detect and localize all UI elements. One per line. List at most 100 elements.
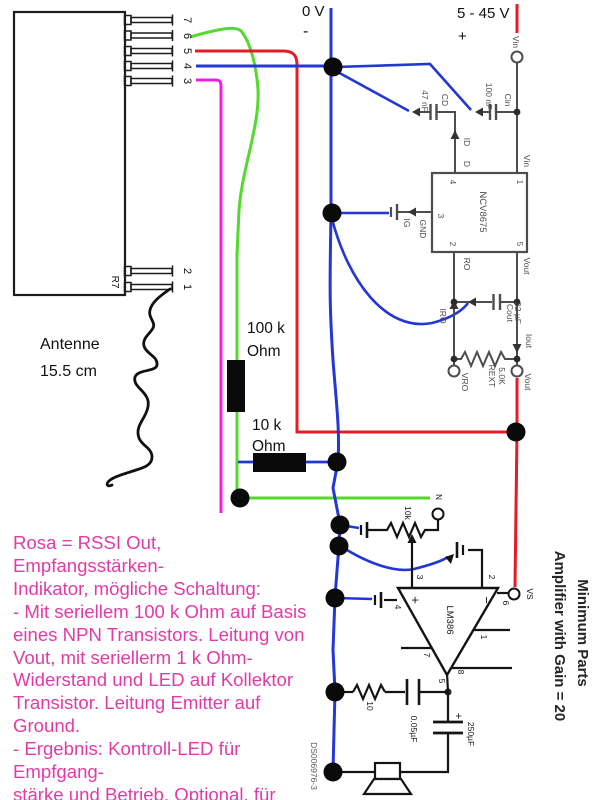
supply-sign: + [458, 28, 467, 45]
pot-value: 10k [403, 506, 413, 520]
ro-label: RO [462, 258, 472, 271]
amp-pin2-num: 2 [487, 575, 497, 580]
pot-terminal-label: N [434, 494, 443, 500]
junction-dot [325, 588, 345, 608]
arrow-cin [475, 107, 483, 117]
vout-terminal-label: Vout [523, 373, 533, 391]
module-pin-label: 7 [181, 17, 193, 23]
r10k-label-1: 10 k [252, 417, 282, 434]
module-ref: R7 [109, 276, 120, 289]
resistor-10k-bar [253, 453, 306, 472]
d-pin-label: D [462, 161, 472, 167]
module-pin-label: 1 [181, 284, 193, 290]
plain-labels: 0 V - 5 - 45 V + 100 k Ohm 10 k Ohm Ante… [40, 3, 510, 455]
zero-volt-label: 0 V [302, 3, 325, 20]
cin-value: 100 nF [484, 83, 494, 109]
cd-label: CD [440, 94, 450, 106]
receiver-module-box [12, 10, 127, 297]
terminal-vs [507, 587, 521, 601]
terminal-vin [510, 50, 524, 64]
pot-zigzag [368, 520, 428, 540]
vro-terminal-label: VRO [460, 373, 470, 392]
supply-label: 5 - 45 V [457, 5, 510, 22]
snubber-zigzag [352, 682, 386, 702]
module-pin-connectors [123, 14, 174, 293]
terminal-vout [510, 364, 524, 378]
junction-dot [325, 682, 345, 702]
arrow-cd [412, 107, 420, 117]
module-pin-label: 6 [181, 33, 193, 39]
reg-pin2-num: 2 [448, 242, 457, 247]
amp-minus: − [479, 596, 494, 604]
outcap-value: 250µF [466, 722, 476, 746]
amp-pin5-num: 5 [437, 679, 447, 684]
reg-pin1-num: 1 [515, 180, 524, 185]
arrow-iout-down [512, 344, 522, 353]
terminal-pot-in [431, 507, 445, 521]
blue-wire-to-cd [333, 68, 410, 113]
doc-ref: DS006976-3 [309, 742, 319, 790]
terminal-vro [447, 364, 461, 378]
junction-dot [323, 57, 343, 77]
terminals [431, 50, 524, 601]
resistor-100k-bar [227, 360, 245, 412]
module-pin-label: 2 [181, 268, 193, 274]
vout-pin-label: Vout [522, 257, 532, 275]
rext-zigzag [454, 349, 517, 369]
rext-label: REXT [487, 365, 497, 388]
rssi-note-text: Rosa = RSSI Out, Empfangsstärken- Indika… [13, 532, 307, 800]
amp-pin6-num: 6 [501, 601, 511, 606]
arrow-gnd [408, 207, 416, 217]
junction-dot [327, 452, 347, 472]
amp-pin1-num: 1 [479, 635, 489, 640]
junction-dot [329, 536, 349, 556]
ncv8675-chip [430, 171, 529, 254]
antenna-label-1: Antenne [40, 336, 100, 353]
zero-volt-sign: - [303, 23, 308, 40]
junction-dots [230, 57, 526, 782]
ig-label: IG [402, 219, 412, 228]
regulator-part: NCV8675 [477, 191, 488, 232]
arrow-blue-pin2 [445, 554, 454, 564]
junction-dot [323, 762, 343, 782]
iro-label: IRO [438, 308, 448, 324]
blue-wire-to-cin [334, 62, 472, 111]
junction-dot [322, 203, 342, 223]
module-pin-label: 5 [181, 48, 193, 54]
arrow-wiper-up [407, 534, 417, 543]
reg-pin5-num: 5 [515, 242, 524, 247]
amp-pin4-num: 4 [393, 605, 403, 610]
rext-value: 5.0K [497, 367, 507, 385]
gnd-label: GND [418, 220, 428, 239]
caption-line1: Amplifier with Gain = 20 [551, 551, 568, 721]
outcap-polarity: + [452, 713, 464, 719]
amp-plus: + [408, 596, 423, 604]
rotated-labels: 7 6 5 4 3 2 1 R7 47 nF CD 100 nF Cin Vin… [109, 17, 591, 790]
amp-pin3-num: 3 [415, 575, 425, 580]
module-pin-label: 3 [181, 78, 193, 84]
amp-pin8-num: 8 [456, 670, 466, 675]
r100k-label-2: Ohm [247, 343, 281, 360]
amplifier-arrows [407, 534, 454, 564]
vs-label: VS [525, 588, 535, 600]
junction-dot [506, 422, 526, 442]
iout-label: Iout [524, 334, 534, 349]
magenta-wire-rssi [196, 78, 223, 513]
arrow-cout [468, 297, 476, 307]
antenna-wire [105, 287, 172, 488]
cout-value: 22 µF [513, 302, 523, 324]
reg-pin3-num: 3 [436, 214, 445, 219]
blue-wire-to-cout [330, 218, 470, 326]
cin-label: Cin [503, 94, 513, 107]
reg-pin1-label: Vin [522, 155, 532, 167]
id-label: ID [462, 138, 472, 147]
reg-pin4-num: 4 [448, 180, 457, 185]
arrow-id-up [450, 130, 460, 139]
receiver-module [12, 10, 174, 488]
junction-dot [230, 488, 250, 508]
cout-label: Cout [505, 304, 515, 323]
r10k-label-2: Ohm [252, 438, 286, 455]
amp-pin7-num: 7 [422, 653, 432, 658]
module-pin-label: 4 [181, 63, 193, 69]
